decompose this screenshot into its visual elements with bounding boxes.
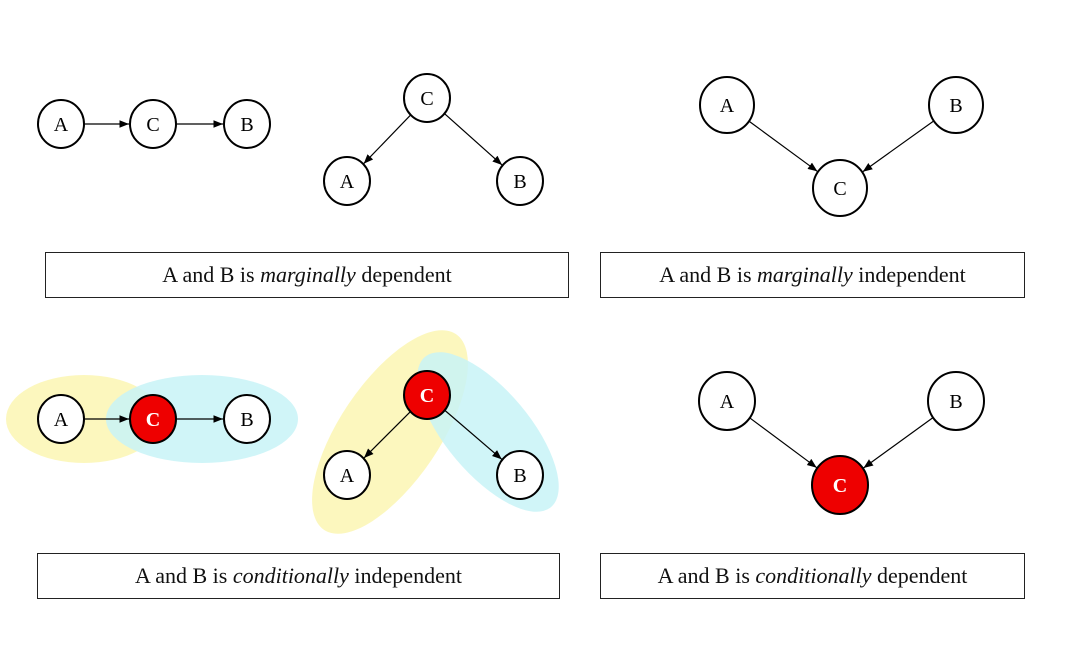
edge-fork-top-C-to-B bbox=[443, 112, 503, 166]
caption-emphasis: conditionally bbox=[755, 563, 872, 588]
caption-before: A and B is bbox=[657, 563, 750, 588]
highlight-regions bbox=[6, 330, 559, 534]
caption-marginally-independent: A and B is marginally independent bbox=[600, 252, 1025, 298]
node-circle bbox=[812, 159, 868, 217]
edges-layer bbox=[84, 112, 935, 469]
node-chain-top-A: A bbox=[37, 99, 85, 149]
node-chain-top-B: B bbox=[223, 99, 271, 149]
node-label: A bbox=[54, 409, 69, 431]
edge-fork-top-C-to-A bbox=[363, 114, 412, 165]
caption-emphasis: marginally bbox=[757, 262, 853, 287]
node-label: C bbox=[146, 409, 160, 431]
node-collider-bottom-A: A bbox=[698, 371, 756, 431]
caption-after: independent bbox=[858, 262, 966, 287]
node-circle bbox=[698, 371, 756, 431]
node-collider-bottom-C: C bbox=[811, 455, 869, 515]
node-chain-top-C: C bbox=[129, 99, 177, 149]
caption-conditionally-independent: A and B is conditionally independent bbox=[37, 553, 560, 599]
node-circle bbox=[323, 156, 371, 206]
node-fork-top-C: C bbox=[403, 73, 451, 123]
node-label: C bbox=[833, 475, 847, 497]
caption-before: A and B is bbox=[659, 262, 752, 287]
caption-emphasis: marginally bbox=[260, 262, 356, 287]
node-chain-bottom-A: A bbox=[37, 394, 85, 444]
caption-marginally-dependent: A and B is marginally dependent bbox=[45, 252, 569, 298]
edge-collider-bottom-A-to-C bbox=[749, 417, 818, 469]
caption-after: independent bbox=[354, 563, 462, 588]
node-label: A bbox=[720, 391, 735, 413]
node-label: B bbox=[949, 391, 962, 413]
caption-after: dependent bbox=[876, 563, 968, 588]
node-label: B bbox=[949, 95, 962, 117]
node-label: B bbox=[240, 409, 253, 431]
node-label: B bbox=[513, 171, 526, 193]
node-circle bbox=[928, 76, 984, 134]
edge-collider-bottom-B-to-C bbox=[863, 416, 934, 469]
node-fork-top-A: A bbox=[323, 156, 371, 206]
node-label: A bbox=[720, 95, 735, 117]
node-collider-top-B: B bbox=[928, 76, 984, 134]
node-label: B bbox=[513, 465, 526, 487]
node-circle bbox=[37, 394, 85, 444]
node-circle bbox=[223, 394, 271, 444]
nodes-layer: A C B C A B A B C A C B C A B A B C bbox=[37, 73, 985, 515]
node-circle bbox=[129, 394, 177, 444]
node-collider-top-C: C bbox=[812, 159, 868, 217]
edge-fork-bottom-C-to-B bbox=[444, 409, 503, 460]
node-fork-top-B: B bbox=[496, 156, 544, 206]
node-circle bbox=[37, 99, 85, 149]
edge-collider-top-B-to-C bbox=[862, 120, 935, 173]
caption-emphasis: conditionally bbox=[232, 563, 349, 588]
node-label: A bbox=[340, 171, 355, 193]
node-label: A bbox=[54, 114, 69, 136]
node-circle bbox=[223, 99, 271, 149]
node-fork-bottom-B: B bbox=[496, 450, 544, 500]
node-circle bbox=[496, 450, 544, 500]
node-fork-bottom-A: A bbox=[323, 450, 371, 500]
node-label: B bbox=[240, 114, 253, 136]
node-label: C bbox=[420, 88, 433, 110]
node-circle bbox=[496, 156, 544, 206]
edge-collider-top-A-to-C bbox=[748, 120, 818, 172]
node-label: C bbox=[833, 178, 846, 200]
caption-after: dependent bbox=[361, 262, 452, 287]
node-label: A bbox=[340, 465, 355, 487]
node-label: C bbox=[420, 385, 434, 407]
node-circle bbox=[403, 73, 451, 123]
node-label: C bbox=[146, 114, 159, 136]
caption-before: A and B is bbox=[162, 262, 255, 287]
edge-fork-bottom-C-to-A bbox=[363, 410, 412, 459]
node-circle bbox=[129, 99, 177, 149]
node-circle bbox=[403, 370, 451, 420]
node-circle bbox=[323, 450, 371, 500]
node-circle bbox=[699, 76, 755, 134]
node-chain-bottom-C: C bbox=[129, 394, 177, 444]
node-chain-bottom-B: B bbox=[223, 394, 271, 444]
node-circle bbox=[811, 455, 869, 515]
caption-before: A and B is bbox=[135, 563, 228, 588]
node-collider-top-A: A bbox=[699, 76, 755, 134]
caption-conditionally-dependent: A and B is conditionally dependent bbox=[600, 553, 1025, 599]
node-fork-bottom-C: C bbox=[403, 370, 451, 420]
node-circle bbox=[927, 371, 985, 431]
node-collider-bottom-B: B bbox=[927, 371, 985, 431]
